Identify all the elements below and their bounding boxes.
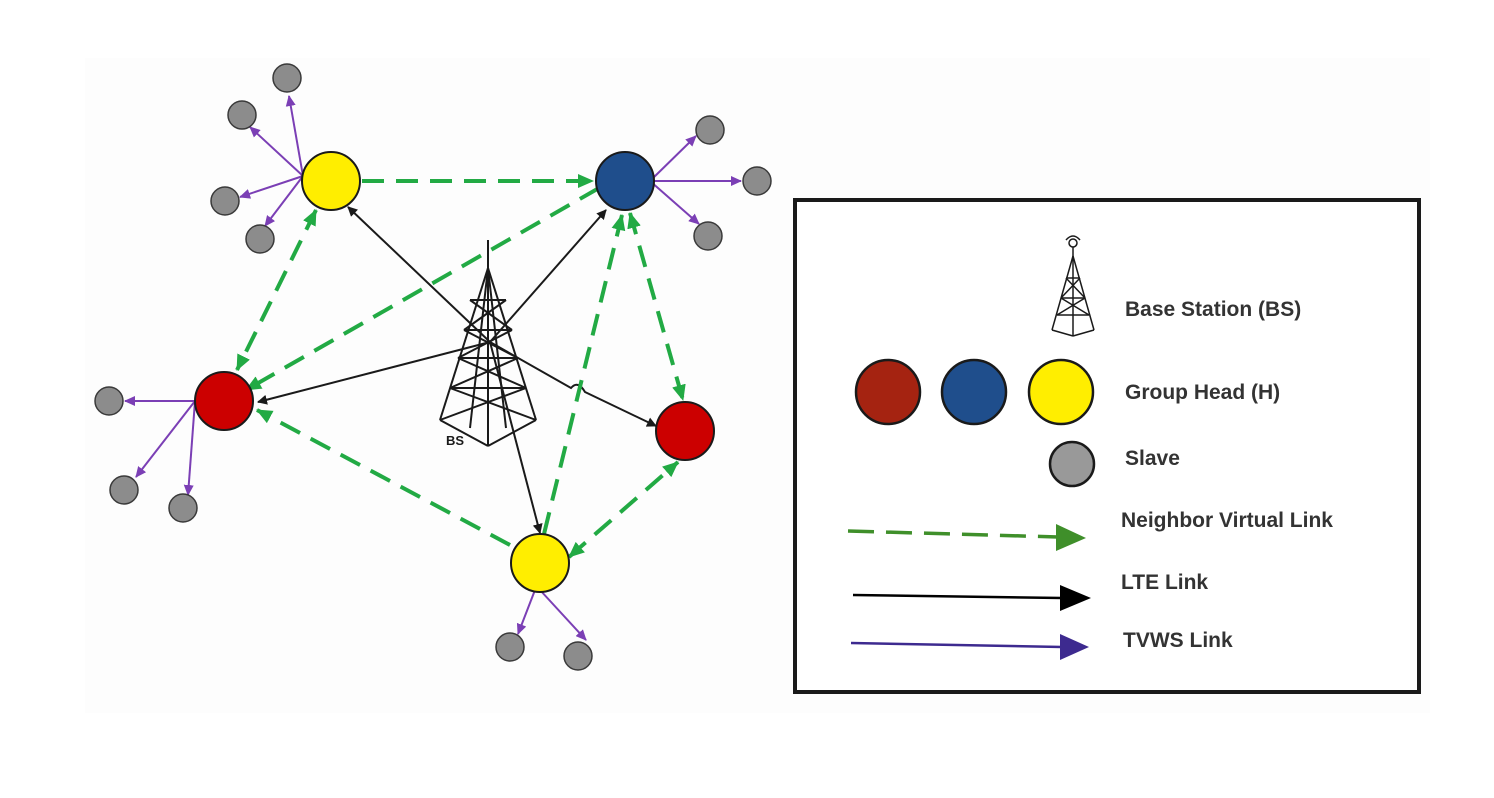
legend-neighbor-label: Neighbor Virtual Link	[1121, 509, 1333, 532]
slave-node	[693, 221, 723, 251]
lte-link	[489, 341, 543, 534]
lte-link	[489, 209, 607, 343]
neighbor-link	[627, 212, 686, 401]
lte-link	[257, 341, 491, 405]
neighbor-link	[542, 214, 626, 535]
legend-slave-label: Slave	[1125, 447, 1180, 470]
group-head-red	[655, 401, 715, 461]
tower-label: BS	[446, 433, 464, 448]
neighbor-link	[567, 460, 680, 559]
slave-node	[245, 224, 275, 254]
legend-lte-arrowhead	[1060, 585, 1091, 611]
legend-neighbor-arrowhead	[1056, 524, 1086, 551]
slave-node	[109, 475, 139, 505]
legend-tvws-arrow	[850, 641, 1063, 649]
lte-link	[489, 341, 657, 427]
group-head-red	[194, 371, 254, 431]
legend-group-head-label: Group Head (H)	[1125, 381, 1280, 404]
legend-blue-head-swatch	[940, 358, 1008, 426]
slave-node	[210, 186, 240, 216]
legend-tvws-arrowhead	[1060, 634, 1089, 660]
slave-nodes	[94, 63, 772, 671]
legend-box	[793, 198, 1421, 694]
legend-slave-swatch	[1048, 440, 1096, 488]
legend-lte-arrow	[852, 593, 1063, 600]
group-head-nodes	[194, 151, 715, 593]
legend-tvws-label: TVWS Link	[1123, 629, 1233, 652]
group-head-yellow	[301, 151, 361, 211]
slave-node	[695, 115, 725, 145]
group-head-yellow	[510, 533, 570, 593]
legend-lte-label: LTE Link	[1121, 571, 1208, 594]
slave-node	[495, 632, 525, 662]
legend-red-head-swatch	[854, 358, 922, 426]
lte-link	[347, 206, 491, 343]
slave-node	[227, 100, 257, 130]
slave-node	[168, 493, 198, 523]
legend-neighbor-arrow	[847, 529, 1059, 539]
legend-base-station-label: Base Station (BS)	[1125, 298, 1301, 321]
neighbor-link	[235, 209, 318, 371]
legend: Base Station (BS) Group Head (H) Slave N…	[847, 235, 1333, 660]
tvws-links	[124, 95, 742, 641]
neighbor-link	[256, 408, 511, 547]
neighbor-virtual-links	[235, 174, 686, 559]
slave-node	[94, 386, 124, 416]
slave-node	[563, 641, 593, 671]
slave-node	[742, 166, 772, 196]
legend-yellow-head-swatch	[1027, 358, 1095, 426]
slave-node	[272, 63, 302, 93]
group-head-blue	[595, 151, 655, 211]
lte-links	[257, 206, 657, 534]
legend-tower-icon	[1051, 235, 1095, 337]
